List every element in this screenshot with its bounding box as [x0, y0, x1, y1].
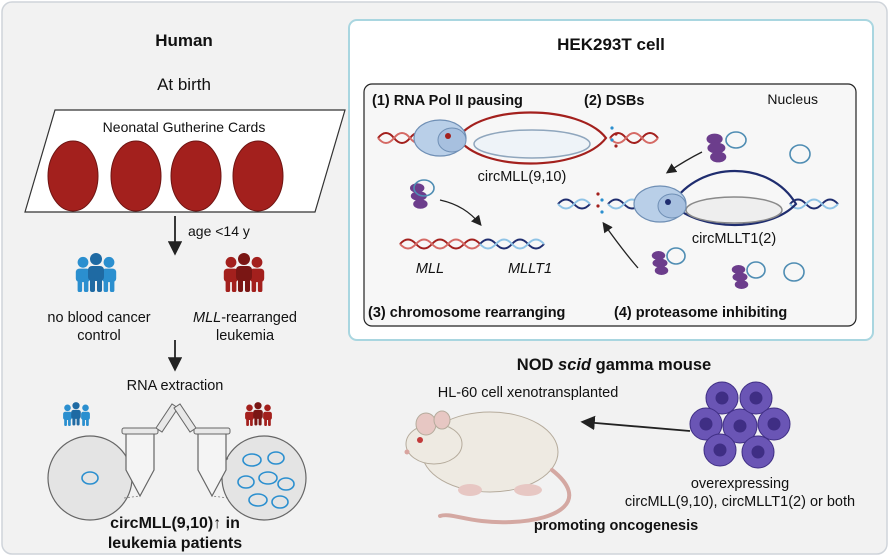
dsb-break-marks-2	[596, 192, 604, 214]
leukemia-label-italic: MLL	[193, 310, 221, 326]
xenograft-label: HL-60 cell xenotransplanted	[438, 385, 619, 401]
proteasome-arrow-1	[665, 151, 703, 174]
circrna-icon	[783, 262, 805, 282]
proteasome-arrow-2	[439, 199, 482, 226]
gene-mllt1-label: MLLT1	[508, 261, 552, 277]
mouse-icon	[404, 410, 572, 525]
hek-title: HEK293T cell	[557, 35, 665, 54]
mouse-title-pre: NOD	[517, 356, 558, 374]
mouse-title-post: gamma mouse	[591, 356, 711, 374]
leukemia-circrnas	[237, 451, 295, 509]
at-birth-label: At birth	[157, 75, 211, 94]
step2-label: (2) DSBs	[584, 93, 644, 109]
circmllt1-rna-loop	[685, 196, 783, 224]
circrna-icon	[413, 179, 435, 197]
cell-cluster-icon	[689, 381, 791, 469]
circrna-icon	[666, 247, 686, 265]
leukemia-label-line1: MLL-rearranged	[193, 310, 297, 326]
overexpress-line2: circMLL(9,10), circMLLT1(2) or both	[625, 494, 855, 510]
age-label: age <14 y	[188, 223, 250, 239]
xenograft-arrow	[580, 415, 691, 432]
nucleus-label: Nucleus	[767, 91, 818, 107]
mllt1-transcription-bubble	[670, 169, 798, 226]
hek-section: HEK293T cell Nucleus (1) RNA Pol II paus…	[348, 19, 874, 341]
blood-spot	[170, 140, 222, 212]
mouse-result-label: promoting oncogenesis	[534, 518, 698, 534]
rna-polymerase-icon	[413, 119, 467, 157]
circmll-rna-loop	[473, 129, 591, 159]
circrna-icon	[746, 261, 766, 279]
step4-label: (4) proteasome inhibiting	[614, 305, 787, 321]
dsb-break-marks	[610, 126, 618, 148]
result-line1: circMLL(9,10)↑ in	[110, 515, 240, 532]
circrna-icon	[789, 144, 811, 164]
mll-transcription-bubble	[456, 111, 608, 165]
result-line2: leukemia patients	[108, 535, 242, 552]
mouse-title: NOD scid gamma mouse	[517, 356, 711, 374]
human-section: Human At birth Neonatal Gutherine Cards …	[24, 31, 346, 552]
blood-spot	[47, 140, 99, 212]
step1-label: (1) RNA Pol II pausing	[372, 93, 523, 109]
mouse-section: NOD scid gamma mouse HL-60 cell xenotran…	[404, 356, 855, 534]
circrna-icon	[725, 131, 747, 149]
test-tube-left	[121, 403, 179, 498]
human-title: Human	[155, 31, 213, 50]
gene-mll-label: MLL	[416, 261, 444, 277]
circ1-label: circMLL(9,10)	[478, 169, 567, 185]
leukemia-magnifier-circle	[221, 435, 307, 521]
proteasome-arrow-3	[602, 221, 639, 269]
mouse-title-italic: scid	[558, 356, 592, 374]
overexpress-line1: overexpressing	[691, 476, 789, 492]
control-magnifier-circle	[47, 435, 133, 521]
control-circrna	[81, 471, 99, 485]
test-tube-right	[173, 403, 231, 498]
circ2-label: circMLLT1(2)	[692, 231, 776, 247]
rna-polymerase-icon	[633, 185, 687, 223]
leukemia-label-rest: -rearranged	[221, 310, 297, 326]
blood-spot	[110, 140, 162, 212]
blood-spots	[47, 140, 284, 212]
cards-label: Neonatal Gutherine Cards	[103, 119, 266, 135]
rearranged-dna-helix-icon	[399, 238, 545, 250]
blood-spot	[232, 140, 284, 212]
control-label-line2: control	[77, 328, 121, 344]
control-label-line1: no blood cancer	[47, 310, 150, 326]
leukemia-label-line2: leukemia	[216, 328, 275, 344]
rna-extraction-label: RNA extraction	[127, 378, 224, 394]
step3-label: (3) chromosome rearranging	[368, 305, 565, 321]
